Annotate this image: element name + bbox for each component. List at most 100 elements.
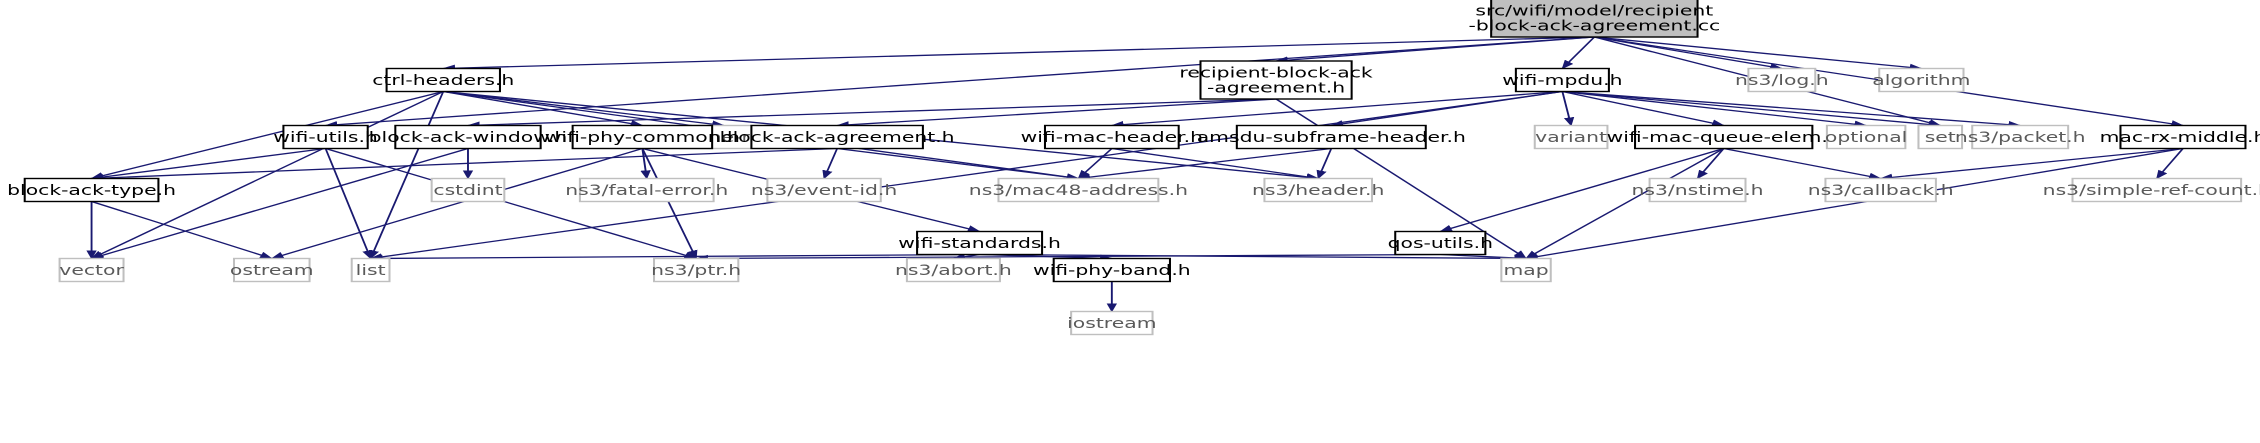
node-box-packet: [1971, 124, 2070, 150]
node-log: ns3/log.h: [1735, 67, 1829, 93]
node-box-fatal-error: [578, 177, 715, 203]
node-cstdint: cstdint: [430, 177, 506, 203]
edge-wifi-mac-header-to-header: [1111, 147, 1320, 181]
node-box-abort: [905, 257, 1001, 283]
node-box-list: [350, 257, 391, 283]
node-box-root: [1490, 0, 1699, 38]
edge-block-ack-window-to-vector: [90, 147, 469, 260]
edge-wifi-mpdu-to-variant: [1561, 91, 1575, 127]
node-box-log: [1747, 67, 1817, 93]
node-label-header: ns3/header.h: [1252, 183, 1384, 199]
node-qos-utils[interactable]: qos-utils.h: [1388, 230, 1493, 256]
node-optional: optional: [1825, 124, 1907, 150]
edge-wifi-phy-common-to-ptr: [641, 148, 698, 260]
node-wifi-mac-queue-elem[interactable]: wifi-mac-queue-elem.h: [1607, 124, 1841, 150]
node-label-nstime: ns3/nstime.h: [1632, 183, 1764, 199]
node-label-mac48-address: ns3/mac48-address.h: [969, 183, 1188, 199]
node-label-wifi-phy-common: wifi-phy-common.h: [545, 130, 740, 146]
node-list: list: [350, 257, 391, 283]
edge-block-ack-agreement-to-mac48-address: [836, 147, 1080, 181]
node-box-variant: [1533, 124, 1609, 150]
node-label-event-id: ns3/event-id.h: [751, 183, 897, 199]
edge-wifi-mpdu-to-list: [369, 90, 1563, 261]
edge-wifi-mac-header-to-mac48-address: [1077, 148, 1113, 180]
node-label-packet: ns3/packet.h: [1955, 130, 2086, 146]
node-box-wifi-phy-band: [1052, 257, 1171, 283]
node-ostream: ostream: [230, 257, 314, 283]
edge-wifi-standards-to-list: [369, 253, 980, 263]
node-wifi-phy-common[interactable]: wifi-phy-common.h: [545, 124, 740, 150]
node-box-ptr: [653, 257, 740, 283]
node-box-amsdu-subframe-header: [1235, 124, 1427, 150]
edge-ctrl-headers-to-he-ru: [443, 90, 726, 128]
edge-wifi-utils-to-list: [324, 148, 373, 260]
edge-ctrl-headers-to-list: [368, 91, 445, 260]
node-box-optional: [1825, 124, 1907, 150]
node-label-cstdint: cstdint: [433, 183, 502, 199]
node-box-block-ack-agreement: [750, 124, 924, 150]
edge-wifi-mpdu-to-packet: [1562, 90, 2022, 129]
node-label-root: -block-ack-agreement.cc: [1469, 18, 1721, 34]
node-packet: ns3/packet.h: [1955, 124, 2086, 150]
edge-mac-rx-middle-to-simple-ref-count: [2156, 148, 2184, 180]
node-recipient-baa[interactable]: recipient-block-ack-agreement.h: [1179, 60, 1374, 100]
node-wifi-utils[interactable]: wifi-utils.h: [273, 124, 378, 150]
edge-wifi-mpdu-to-wifi-mac-header: [1110, 90, 1563, 129]
header-nodes: src/wifi/model/recipient-block-ack-agree…: [7, 0, 2260, 336]
node-label-recipient-baa: -agreement.h: [1207, 80, 1345, 96]
node-wifi-mpdu[interactable]: wifi-mpdu.h: [1502, 67, 1623, 93]
edge-block-ack-type-to-ostream: [91, 200, 273, 260]
edge-wifi-mac-queue-elem-to-qos-utils: [1439, 147, 1725, 233]
node-map: map: [1500, 257, 1552, 283]
node-box-map: [1500, 257, 1552, 283]
edge-wifi-mac-queue-elem-to-nstime: [1696, 148, 1725, 180]
edge-mac-rx-middle-to-map: [1524, 147, 2184, 261]
node-label-iostream: iostream: [1067, 316, 1156, 332]
node-box-wifi-standards: [916, 230, 1044, 256]
node-algorithm: algorithm: [1872, 67, 1970, 93]
edge-ctrl-headers-to-wifi-phy-common: [443, 90, 644, 128]
edge-wifi-mac-queue-elem-to-map: [1525, 147, 1725, 260]
node-label-map: map: [1503, 263, 1548, 279]
node-box-cstdint: [430, 177, 506, 203]
node-iostream: iostream: [1067, 310, 1157, 336]
edge-root-to-wifi-mpdu: [1561, 36, 1596, 70]
node-block-ack-type[interactable]: block-ack-type.h: [7, 177, 176, 203]
node-label-abort: ns3/abort.h: [895, 263, 1012, 279]
node-label-simple-ref-count: ns3/simple-ref-count.h: [2043, 183, 2260, 199]
node-label-log: ns3/log.h: [1735, 73, 1829, 89]
node-box-set: [1917, 124, 1964, 150]
node-label-amsdu-subframe-header: amsdu-subframe-header.h: [1197, 130, 1466, 146]
node-box-block-ack-window: [394, 124, 542, 150]
node-box-wifi-utils: [282, 124, 369, 150]
node-header: ns3/header.h: [1252, 177, 1384, 203]
node-label-mac-rx-middle: mac-rx-middle.h: [2100, 130, 2260, 146]
edge-wifi-mpdu-to-wifi-mac-queue-elem: [1562, 90, 1725, 127]
node-box-vector: [58, 257, 125, 283]
node-label-wifi-mac-header: wifi-mac-header.h: [1021, 130, 1203, 146]
node-label-qos-utils: qos-utils.h: [1388, 236, 1493, 252]
node-box-wifi-phy-common: [571, 124, 714, 150]
node-box-callback: [1824, 177, 1937, 203]
node-box-iostream: [1070, 310, 1154, 336]
node-abort: ns3/abort.h: [895, 257, 1012, 283]
node-label-variant: variant: [1535, 130, 1607, 146]
node-label-wifi-standards: wifi-standards.h: [898, 236, 1061, 252]
edge-wifi-mpdu-to-optional: [1562, 90, 1868, 128]
node-ctrl-headers[interactable]: ctrl-headers.h: [372, 67, 514, 93]
node-wifi-mac-header[interactable]: wifi-mac-header.h: [1021, 124, 1203, 150]
node-amsdu-subframe-header[interactable]: amsdu-subframe-header.h: [1197, 124, 1466, 150]
node-label-ctrl-headers: ctrl-headers.h: [372, 73, 514, 89]
node-block-ack-window[interactable]: block-ack-window.h: [369, 124, 568, 150]
edge-wifi-phy-common-to-fatal-error: [640, 148, 651, 180]
node-wifi-standards[interactable]: wifi-standards.h: [898, 230, 1061, 256]
node-block-ack-agreement[interactable]: block-ack-agreement.h: [720, 124, 955, 150]
node-box-algorithm: [1878, 67, 1965, 93]
edge-qos-utils-to-ptr: [694, 253, 1441, 263]
node-mac-rx-middle[interactable]: mac-rx-middle.h: [2100, 124, 2260, 150]
node-root[interactable]: src/wifi/model/recipient-block-ack-agree…: [1469, 0, 1721, 38]
edge-ctrl-headers-to-block-ack-type: [90, 90, 444, 180]
node-label-wifi-utils: wifi-utils.h: [273, 130, 378, 146]
node-wifi-phy-band[interactable]: wifi-phy-band.h: [1033, 257, 1191, 283]
edge-wifi-mpdu-to-set: [1562, 90, 1942, 129]
